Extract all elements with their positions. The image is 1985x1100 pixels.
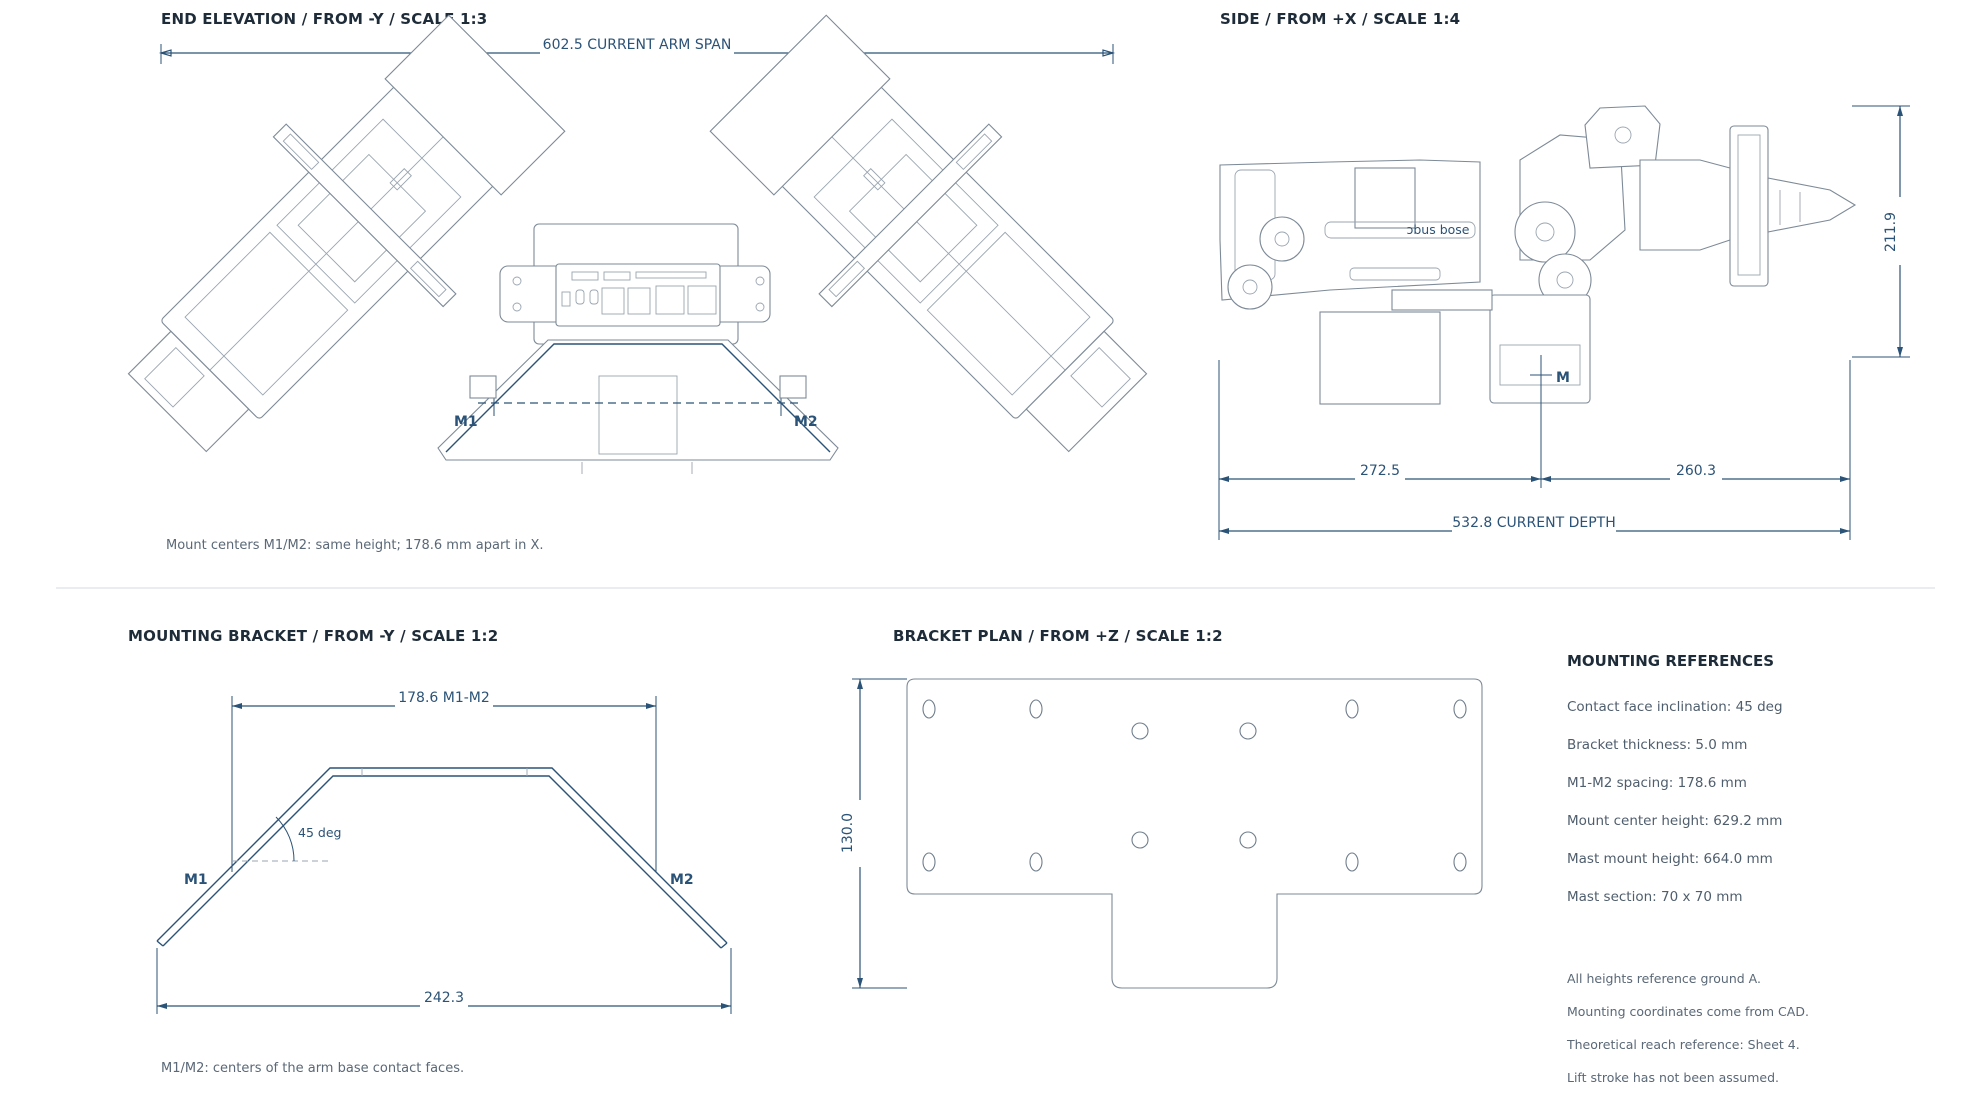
reference-footnote: Theoretical reach reference: Sheet 4. — [1567, 1037, 1800, 1052]
bracket-note: M1/M2: centers of the arm base contact f… — [161, 1061, 465, 1076]
reference-footnote: All heights reference ground A. — [1567, 971, 1761, 986]
side-height-dimension: 211.9 — [1852, 105, 1910, 358]
side-arm-assembly: ɔbus bose — [1219, 105, 1857, 405]
plan-height-label: 130.0 — [840, 813, 856, 853]
reference-footnote: Mounting coordinates come from CAD. — [1567, 1004, 1809, 1019]
bolt-holes — [1131, 722, 1257, 849]
reference-item: M1-M2 spacing: 178.6 mm — [1567, 775, 1747, 791]
bracket-m2-label: M2 — [670, 872, 694, 888]
end-elevation-bracket: M1 M2 — [437, 339, 839, 474]
side-depth-label: 532.8 CURRENT DEPTH — [1452, 515, 1615, 531]
left-arm — [127, 14, 566, 453]
reference-item: Contact face inclination: 45 deg — [1567, 699, 1783, 715]
end-elevation-note: Mount centers M1/M2: same height; 178.6 … — [166, 538, 544, 553]
reference-item: Mount center height: 629.2 mm — [1567, 813, 1783, 829]
side-m-label: M — [1556, 370, 1570, 386]
side-depth-dimensions: 272.5 260.3 532.8 CURRENT DEPTH — [1218, 360, 1851, 540]
references-title: MOUNTING REFERENCES — [1567, 652, 1775, 670]
end-m2-label: M2 — [794, 414, 818, 430]
controller-box — [499, 223, 771, 345]
bracket-title: MOUNTING BRACKET / FROM -Y / SCALE 1:2 — [128, 627, 499, 645]
bracket-m1-label: M1 — [184, 872, 208, 888]
side-arm-label: ɔbus bose — [1407, 222, 1470, 237]
end-m1-label: M1 — [454, 414, 478, 430]
end-elevation-title: END ELEVATION / FROM -Y / SCALE 1:3 — [161, 10, 488, 28]
reference-item: Bracket thickness: 5.0 mm — [1567, 737, 1748, 753]
mounting-bracket-view: 178.6 M1-M2 45 deg M1 M2 242.3 — [156, 690, 732, 1014]
side-right-label: 260.3 — [1676, 463, 1716, 479]
reference-item: Mast section: 70 x 70 mm — [1567, 889, 1743, 905]
bracket-spacing-label: 178.6 M1-M2 — [398, 690, 490, 706]
side-view: ɔbus bose — [1218, 105, 1910, 540]
end-elevation-view: 602.5 CURRENT ARM SPAN — [127, 14, 1148, 474]
slot-holes — [922, 699, 1467, 872]
right-arm — [709, 14, 1148, 453]
side-view-title: SIDE / FROM +X / SCALE 1:4 — [1220, 10, 1461, 28]
side-height-label: 211.9 — [1883, 212, 1899, 252]
arm-span-label: 602.5 CURRENT ARM SPAN — [543, 37, 732, 53]
reference-footnote: Lift stroke has not been assumed. — [1567, 1070, 1779, 1085]
side-left-label: 272.5 — [1360, 463, 1400, 479]
reference-item: Mast mount height: 664.0 mm — [1567, 851, 1773, 867]
bracket-angle-label: 45 deg — [298, 825, 341, 840]
arm-span-dimension: 602.5 CURRENT ARM SPAN — [158, 37, 1116, 64]
bracket-plan-view: 130.0 — [840, 678, 1483, 989]
bracket-width-label: 242.3 — [424, 990, 464, 1006]
bracket-plan-title: BRACKET PLAN / FROM +Z / SCALE 1:2 — [893, 627, 1223, 645]
